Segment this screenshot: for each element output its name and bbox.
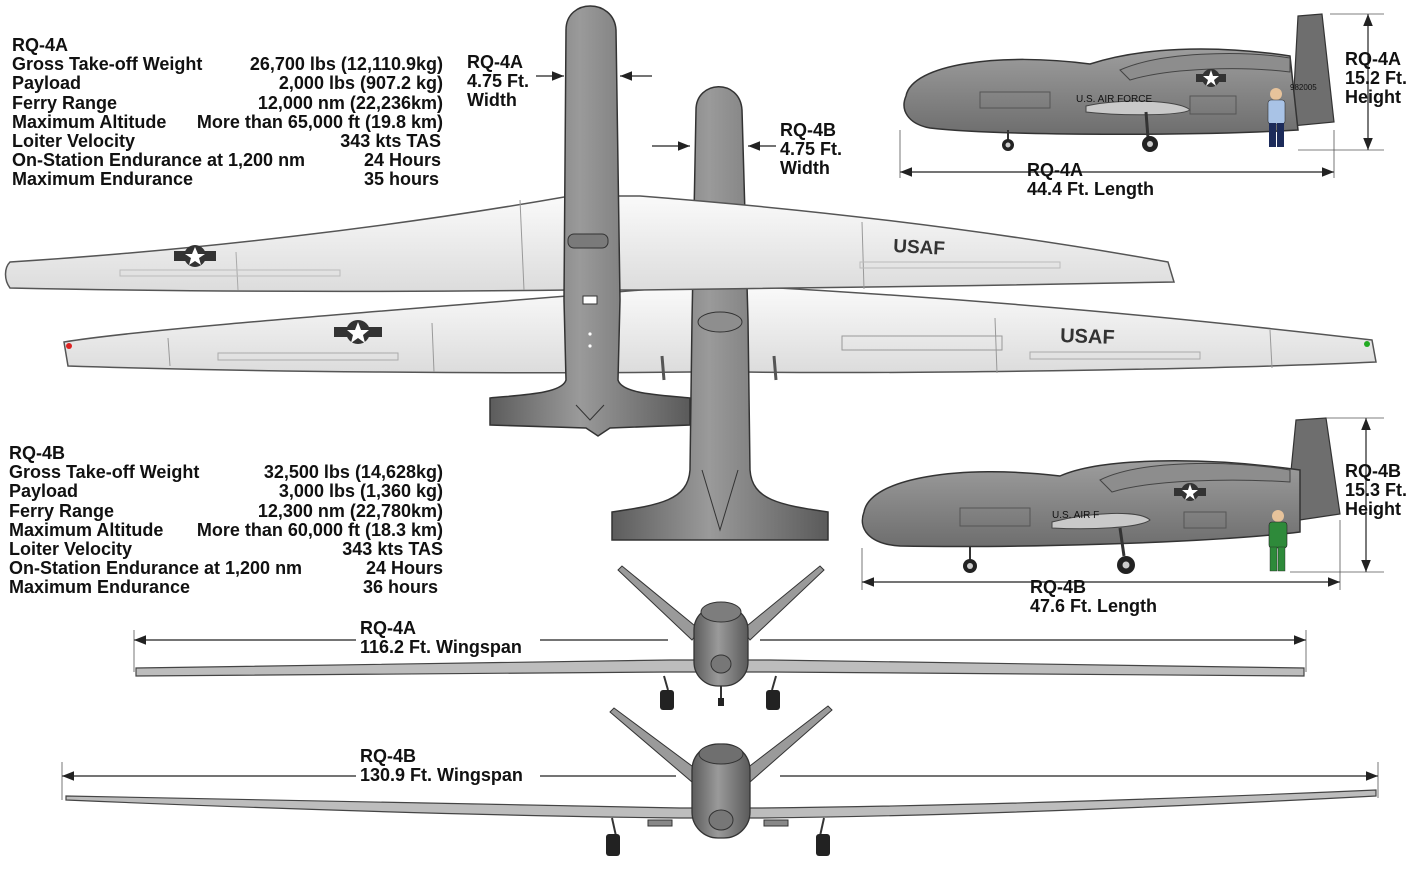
- usaf-marking-lower: USAF: [1060, 325, 1115, 349]
- spec-row: Loiter Velocity 343 kts TAS: [12, 131, 443, 152]
- rq4b-front-view: [65, 705, 1377, 856]
- spec-row: Ferry Range 12,000 nm (22,236km): [12, 92, 443, 113]
- rq4a-spec-table: RQ-4A Gross Take-off Weight 26,700 lbs (1…: [12, 35, 443, 190]
- spec-label: Ferry Range: [12, 92, 118, 113]
- usaf-marking-upper: USAF: [893, 236, 946, 260]
- spec-row: Payload 3,000 lbs (1,360 kg): [9, 482, 443, 501]
- spec-row: On-Station Endurance at 1,200 nm 24 Hours: [9, 559, 443, 578]
- spec-row: Maximum Endurance 35 hours: [12, 170, 443, 189]
- dimension-name: Width: [780, 158, 830, 178]
- spec-value: 343 kts TAS: [340, 131, 441, 152]
- spec-row: Maximum Endurance 36 hours: [9, 578, 443, 597]
- dimension-value: 4.75 Ft.: [780, 139, 843, 159]
- spec-label: Payload: [12, 73, 82, 94]
- spec-row: Gross Take-off Weight 26,700 lbs (12,110.…: [12, 55, 443, 74]
- dimension-model: RQ-4A: [360, 618, 417, 638]
- spec-row: Gross Take-off Weight 32,500 lbs (14,628k…: [9, 463, 443, 482]
- rq4a-top-fuselage: [489, 5, 691, 437]
- spec-row: Maximum Altitude More than 60,000 ft (18.…: [9, 519, 443, 540]
- spec-value: 35 hours: [363, 169, 439, 190]
- spec-value: 24 Hours: [365, 558, 443, 579]
- spec-label: Gross Take-off Weight: [12, 54, 203, 75]
- dimension-value: 4.75 Ft.: [467, 71, 530, 91]
- spec-label: Payload: [9, 481, 79, 502]
- spec-value: 26,700 lbs (12,110.9kg): [249, 54, 443, 75]
- dimension-model: RQ-4B: [1345, 461, 1402, 481]
- rq4b-side-view: [861, 417, 1341, 574]
- dimension-model: RQ-4B: [1030, 577, 1087, 597]
- spec-label: Maximum Endurance: [9, 577, 191, 598]
- spec-value: 12,300 nm (22,780km): [257, 500, 443, 521]
- spec-value: 24 Hours: [363, 150, 441, 171]
- dimension-model: RQ-4A: [1345, 49, 1402, 69]
- rq4a-length-label: RQ-4A 44.4 Ft. Length: [1027, 161, 1154, 199]
- spec-row: Maximum Altitude More than 65,000 ft (19.…: [12, 111, 443, 132]
- dimension-value: 15.2 Ft.: [1345, 68, 1408, 88]
- spec-label: On-Station Endurance at 1,200 nm: [9, 558, 303, 579]
- spec-label: Maximum Altitude: [9, 519, 164, 540]
- spec-value: More than 60,000 ft (18.3 km): [196, 519, 443, 540]
- spec-row: On-Station Endurance at 1,200 nm 24 Hours: [12, 151, 443, 170]
- spec-value: 3,000 lbs (1,360 kg): [278, 481, 443, 502]
- rq4b-spec-title: RQ-4B: [9, 443, 66, 463]
- rq4b-wingspan-label: RQ-4B 130.9 Ft. Wingspan: [360, 747, 523, 785]
- rq4a-spec-title: RQ-4A: [12, 35, 69, 55]
- spec-value: 36 hours: [362, 577, 438, 598]
- rq4b-length-label: RQ-4B 47.6 Ft. Length: [1030, 578, 1157, 616]
- rq4a-wingspan-label: RQ-4A 116.2 Ft. Wingspan: [360, 619, 522, 657]
- dimension-value: 15.3 Ft.: [1345, 480, 1408, 500]
- rq4b-width-label: RQ-4B 4.75 Ft. Width: [780, 121, 842, 178]
- dimension-model: RQ-4B: [360, 746, 417, 766]
- rq4a-wing-roundel: [174, 245, 216, 267]
- dimension-name: Height: [1345, 499, 1401, 519]
- us-air-force-marking-rq4b: U.S. AIR F: [1052, 510, 1099, 521]
- spec-row: Loiter Velocity 343 kts TAS: [9, 539, 443, 560]
- rq4a-width-label: RQ-4A 4.75 Ft. Width: [467, 53, 529, 110]
- spec-row: Payload 2,000 lbs (907.2 kg): [12, 74, 443, 93]
- spec-label: Ferry Range: [9, 500, 115, 521]
- spec-label: Maximum Endurance: [12, 169, 194, 190]
- spec-value: 2,000 lbs (907.2 kg): [278, 73, 443, 94]
- dimension-value: 44.4 Ft. Length: [1027, 179, 1155, 199]
- dimension-model: RQ-4A: [1027, 160, 1084, 180]
- rq4b-spec-table: RQ-4B Gross Take-off Weight 32,500 lbs (1…: [9, 443, 443, 598]
- rq4a-side-view: [903, 13, 1335, 152]
- dimension-name: Height: [1345, 87, 1401, 107]
- rq4b-top-fuselage: [611, 86, 829, 541]
- rq4a-front-view: [135, 565, 1305, 710]
- spec-label: Maximum Altitude: [12, 111, 167, 132]
- spec-value: 343 kts TAS: [342, 539, 443, 560]
- spec-label: Loiter Velocity: [12, 131, 136, 152]
- serial-number-marking: 982005: [1290, 83, 1317, 92]
- spec-value: 32,500 lbs (14,628kg): [263, 462, 443, 483]
- dimension-model: RQ-4A: [467, 52, 524, 72]
- dimension-value: 130.9 Ft. Wingspan: [360, 765, 523, 785]
- rq4b-person-figure: [1268, 510, 1288, 572]
- spec-value: 12,000 nm (22,236km): [257, 92, 443, 113]
- us-air-force-marking-rq4a: U.S. AIR FORCE: [1076, 94, 1152, 105]
- rq4a-height-label: RQ-4A 15.2 Ft. Height: [1345, 50, 1407, 107]
- spec-value: More than 65,000 ft (19.8 km): [196, 111, 443, 132]
- spec-label: On-Station Endurance at 1,200 nm: [12, 150, 306, 171]
- spec-row: Ferry Range 12,300 nm (22,780km): [9, 500, 443, 521]
- rq4a-person-figure: [1267, 88, 1286, 147]
- rq4b-height-label: RQ-4B 15.3 Ft. Height: [1345, 462, 1407, 519]
- dimension-model: RQ-4B: [780, 120, 837, 140]
- dimension-name: Width: [467, 90, 517, 110]
- rq4b-wing-roundel: [334, 320, 382, 344]
- spec-label: Loiter Velocity: [9, 539, 133, 560]
- dimension-value: 47.6 Ft. Length: [1030, 596, 1158, 616]
- dimension-value: 116.2 Ft. Wingspan: [360, 637, 522, 657]
- spec-label: Gross Take-off Weight: [9, 462, 200, 483]
